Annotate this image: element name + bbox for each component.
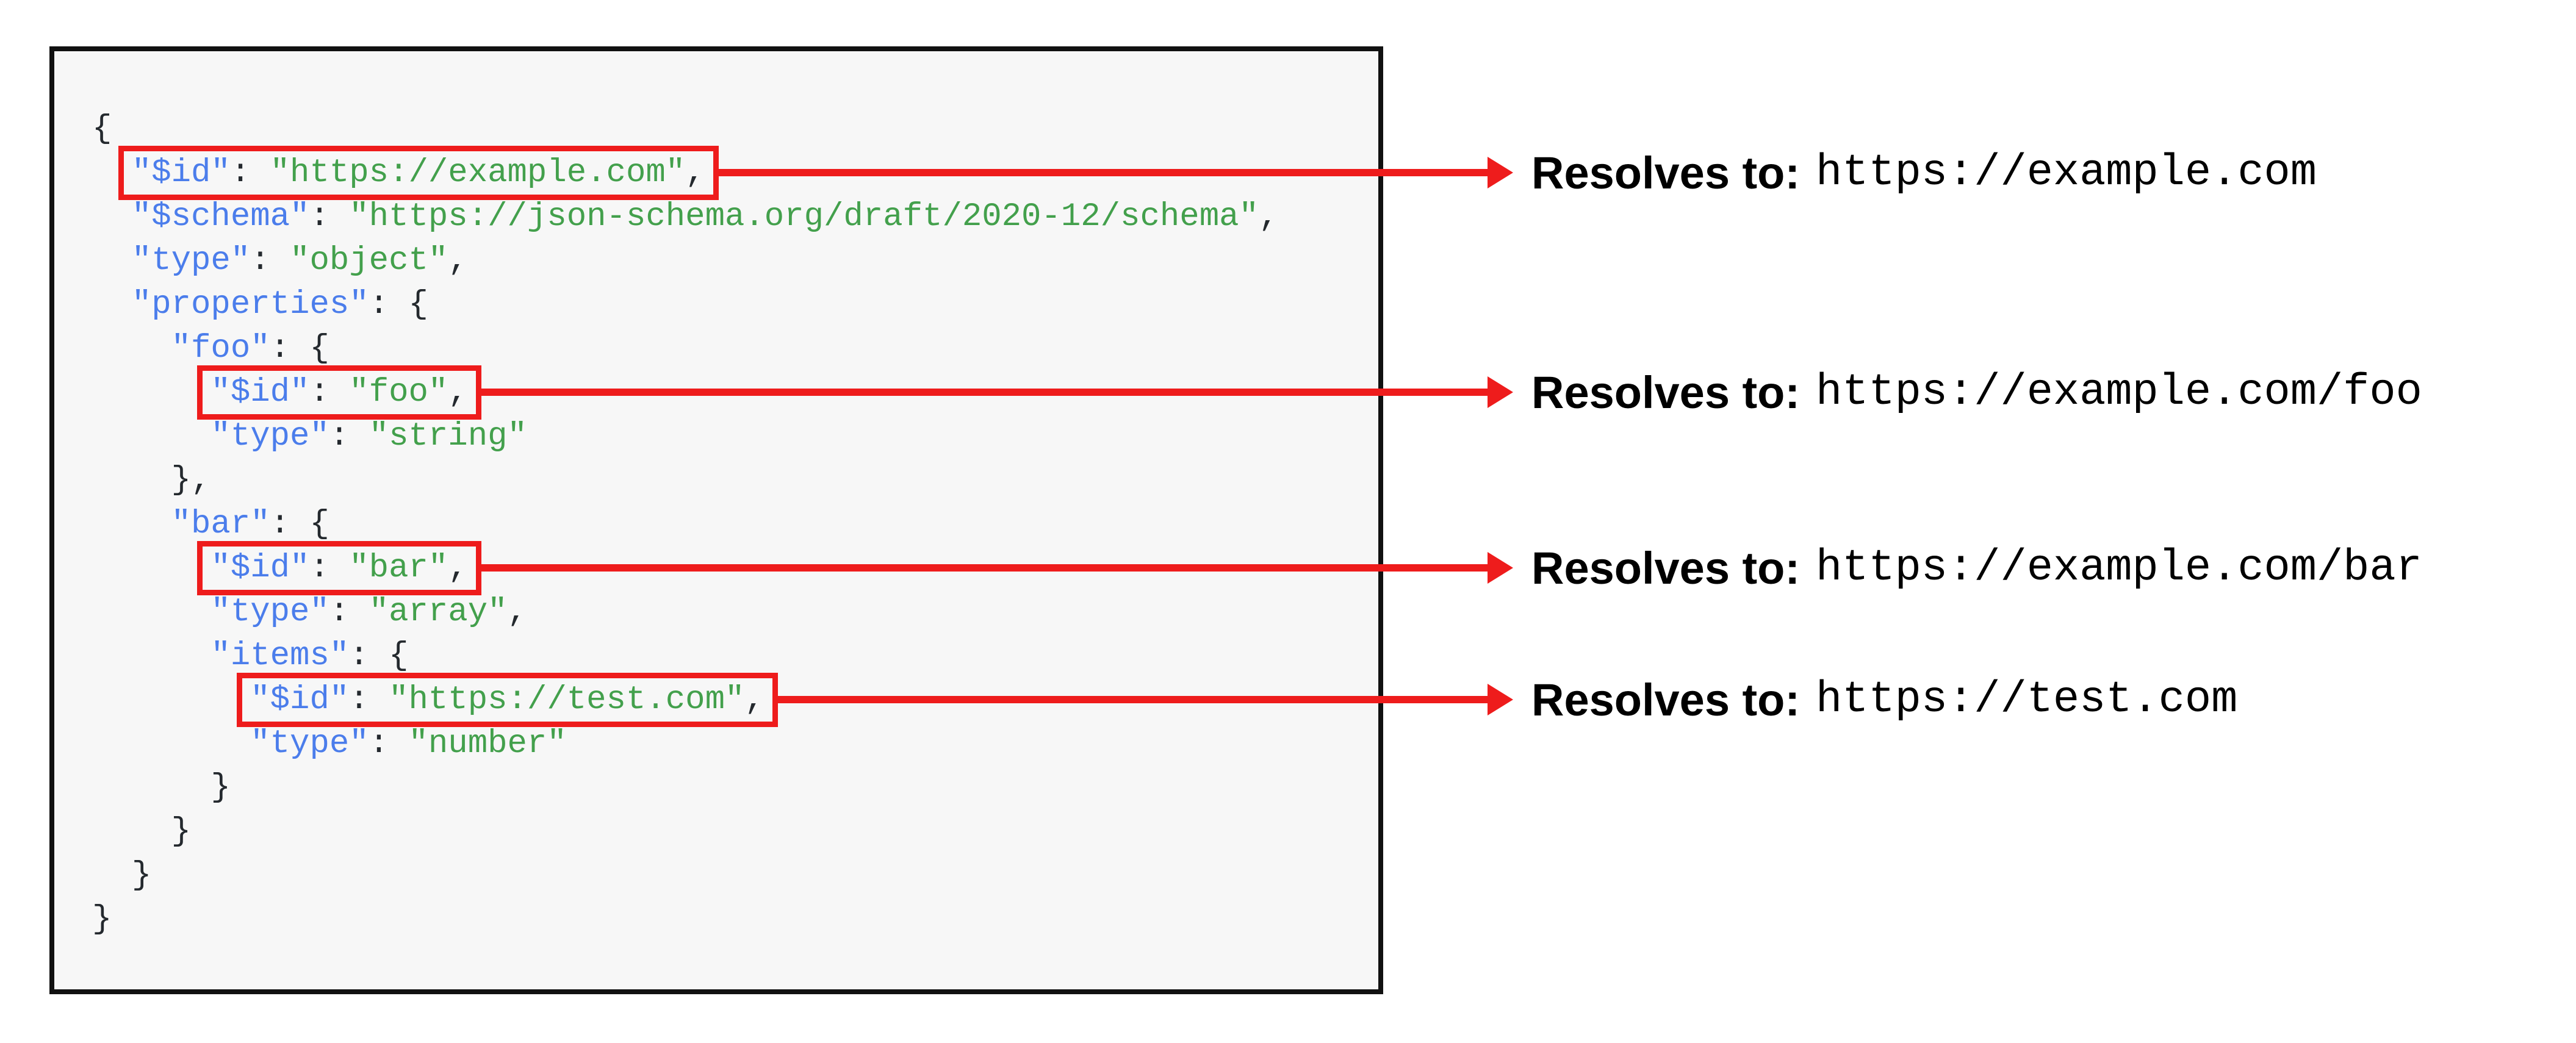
code-token: , xyxy=(448,374,468,411)
code-token: } xyxy=(171,813,192,850)
code-line: "foo": { xyxy=(92,327,1278,371)
annotation-row-4: Resolves to: https://test.com xyxy=(1531,666,2237,733)
code-token: "$id" xyxy=(210,550,310,587)
json-code: { "$id": "https://example.com", "$schema… xyxy=(92,107,1278,942)
resolve-arrow-1 xyxy=(715,157,1513,188)
code-token: : { xyxy=(270,330,329,367)
code-token: "$id" xyxy=(210,374,310,411)
code-token: "https://test.com" xyxy=(389,681,745,719)
highlight-box: "$id": "foo", xyxy=(210,374,467,411)
arrow-head-icon xyxy=(1488,552,1513,584)
code-token: : { xyxy=(270,506,329,543)
code-token: "bar" xyxy=(349,550,448,587)
code-line: }, xyxy=(92,459,1278,503)
resolve-arrow-2 xyxy=(479,376,1513,408)
code-token: : xyxy=(309,550,350,587)
code-line: "$schema": "https://json-schema.org/draf… xyxy=(92,195,1279,239)
code-token: , xyxy=(1258,198,1279,235)
arrow-head-icon xyxy=(1488,376,1513,408)
code-token: } xyxy=(92,901,112,938)
code-token: : xyxy=(329,418,369,455)
code-line: "items": { xyxy=(92,634,1278,678)
code-token: { xyxy=(92,110,112,148)
code-token: : xyxy=(329,593,369,631)
code-token: "number" xyxy=(408,725,567,762)
code-token: "array" xyxy=(369,593,508,631)
arrow-head-icon xyxy=(1488,157,1513,188)
code-line: "properties": { xyxy=(92,283,1278,327)
code-token: "type" xyxy=(250,725,369,762)
code-token: } xyxy=(131,857,152,894)
code-token: "string" xyxy=(369,418,527,455)
arrow-head-icon xyxy=(1488,684,1513,715)
code-line: "type": "string" xyxy=(92,415,1278,459)
annotation-row-2: Resolves to: https://example.com/foo xyxy=(1531,359,2422,426)
code-token: , xyxy=(685,154,705,192)
resolves-label: Resolves to: xyxy=(1531,542,1801,593)
code-token: "https://example.com" xyxy=(270,154,686,192)
code-token: "properties" xyxy=(131,286,369,323)
code-token: "foo" xyxy=(171,330,270,367)
highlight-box: "$id": "https://example.com", xyxy=(132,154,705,192)
code-token: } xyxy=(210,769,231,806)
code-line: "type": "object", xyxy=(92,239,1278,283)
resolved-url: https://example.com xyxy=(1816,148,2317,198)
code-token: "foo" xyxy=(349,374,448,411)
code-token: , xyxy=(744,681,765,719)
code-line: "$id": "foo", xyxy=(92,371,1278,415)
code-token: "$id" xyxy=(250,681,350,719)
code-line: } xyxy=(92,854,1278,898)
code-token: "$id" xyxy=(131,154,231,192)
code-token: "bar" xyxy=(171,506,270,543)
code-line: "bar": { xyxy=(92,503,1278,547)
code-token: : xyxy=(250,242,290,279)
highlight-box: "$id": "https://test.com", xyxy=(250,681,765,719)
annotation-row-1: Resolves to: https://example.com xyxy=(1531,139,2317,206)
code-line: } xyxy=(92,766,1278,810)
code-line: } xyxy=(92,810,1278,854)
resolve-arrow-3 xyxy=(479,552,1513,584)
code-token: : { xyxy=(349,637,409,675)
code-token: : xyxy=(349,681,389,719)
code-line: { xyxy=(92,107,1278,151)
highlight-box: "$id": "bar", xyxy=(210,550,467,587)
code-line: "$id": "https://example.com", xyxy=(92,151,1278,195)
resolves-label: Resolves to: xyxy=(1531,674,1801,725)
code-line: "type": "number" xyxy=(92,722,1278,766)
code-line: "$id": "bar", xyxy=(92,547,1278,590)
code-line: } xyxy=(92,898,1278,942)
resolved-url: https://test.com xyxy=(1816,675,2238,725)
code-token: , xyxy=(448,550,468,587)
annotation-row-3: Resolves to: https://example.com/bar xyxy=(1531,534,2422,601)
code-token: : xyxy=(369,725,409,762)
code-token: , xyxy=(507,593,527,631)
code-token: "type" xyxy=(210,593,329,631)
code-token: }, xyxy=(171,462,211,499)
code-token: : xyxy=(309,198,350,235)
resolved-url: https://example.com/bar xyxy=(1816,543,2422,593)
json-code-panel: { "$id": "https://example.com", "$schema… xyxy=(49,46,1383,994)
resolve-arrow-4 xyxy=(775,684,1513,715)
code-token: : xyxy=(309,374,350,411)
code-line: "type": "array", xyxy=(92,590,1278,634)
code-token: , xyxy=(448,242,468,279)
code-token: : { xyxy=(369,286,428,323)
code-token: "https://json-schema.org/draft/2020-12/s… xyxy=(349,198,1259,235)
resolves-label: Resolves to: xyxy=(1531,147,1801,198)
code-token: "object" xyxy=(290,242,448,279)
code-token: "$schema" xyxy=(131,198,310,235)
code-token: "type" xyxy=(210,418,329,455)
code-token: : xyxy=(230,154,270,192)
code-token: "items" xyxy=(210,637,350,675)
resolves-label: Resolves to: xyxy=(1531,367,1801,418)
code-token: "type" xyxy=(131,242,251,279)
resolved-url: https://example.com/foo xyxy=(1816,367,2422,417)
code-line: "$id": "https://test.com", xyxy=(92,678,1278,722)
